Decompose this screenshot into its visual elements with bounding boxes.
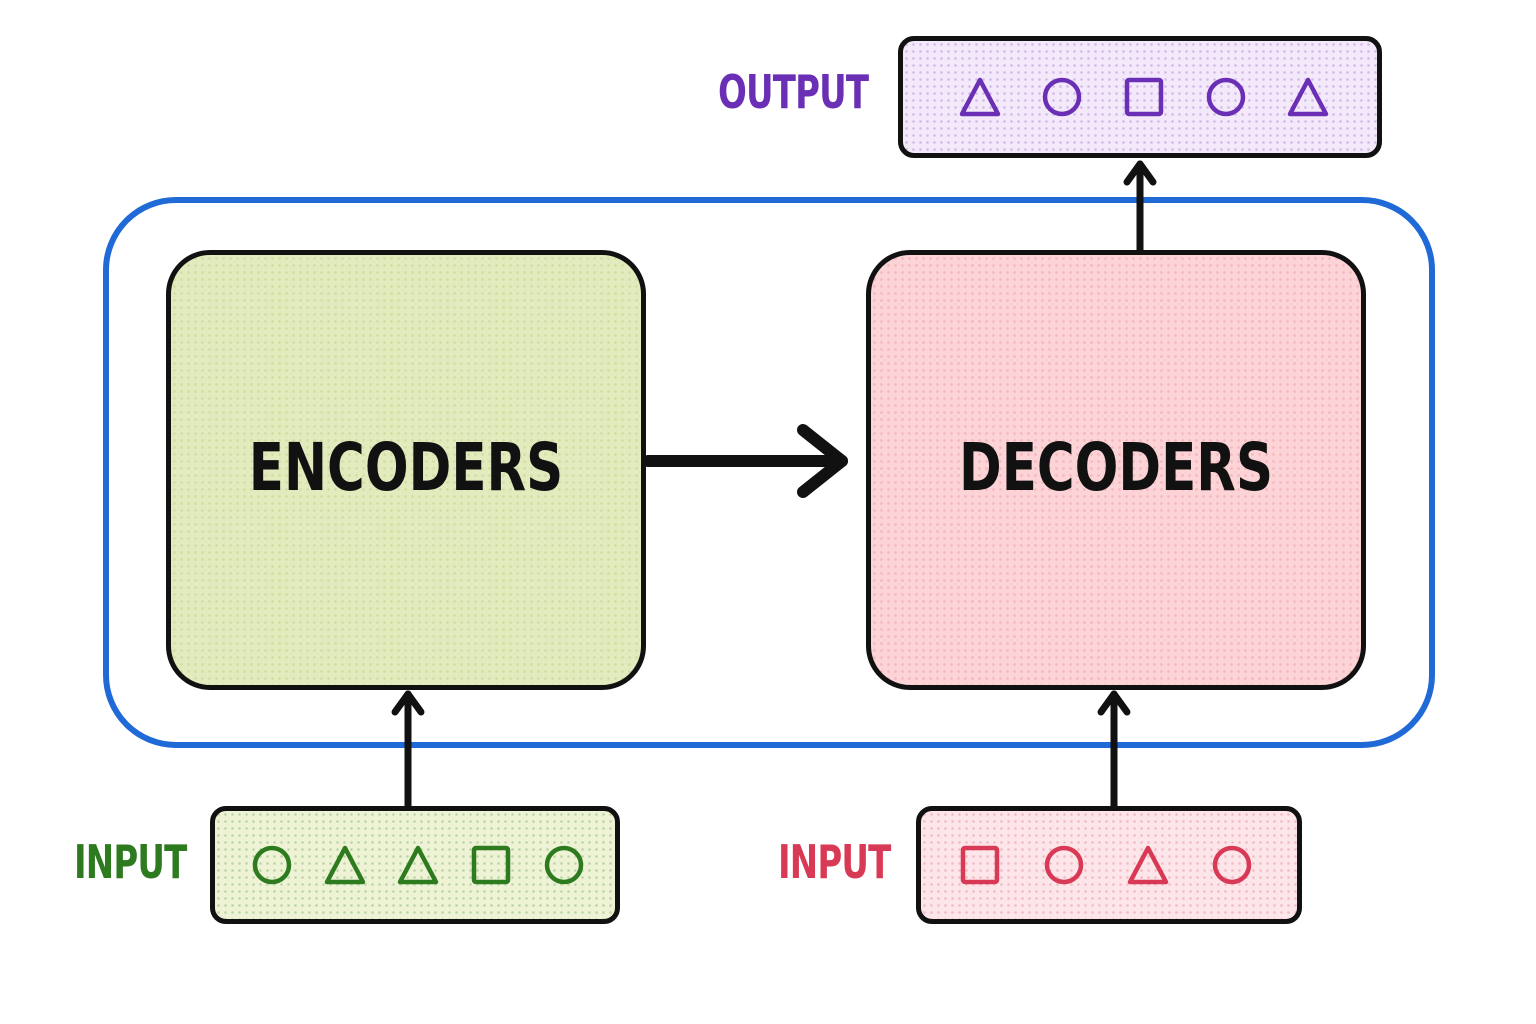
decoder-block xyxy=(866,250,1366,690)
circle-icon xyxy=(1206,77,1246,117)
output-tokens xyxy=(898,36,1382,158)
square-icon xyxy=(960,845,1000,885)
triangle-icon xyxy=(1127,845,1169,885)
decoder-input-tokens xyxy=(916,806,1302,924)
model-wrapper xyxy=(103,197,1435,748)
circle-icon xyxy=(1042,77,1082,117)
encoder-input-box xyxy=(210,806,620,924)
decoder-output-arrow xyxy=(1123,160,1157,254)
square-icon xyxy=(471,845,511,885)
encoder-to-decoder-arrow xyxy=(642,424,848,498)
decoder-input-label: INPUT xyxy=(778,835,891,889)
output-label: OUTPUT xyxy=(718,65,869,119)
decoder-input-arrow xyxy=(1097,690,1131,810)
encoder-title: ENCODERS xyxy=(248,429,564,506)
encoder-input-tokens xyxy=(210,806,620,924)
decoder-title: DECODERS xyxy=(958,429,1274,506)
circle-icon xyxy=(544,845,584,885)
triangle-icon xyxy=(1287,77,1329,117)
circle-icon xyxy=(1212,845,1252,885)
encoder-input-label: INPUT xyxy=(74,835,187,889)
circle-icon xyxy=(252,845,292,885)
triangle-icon xyxy=(324,845,366,885)
triangle-icon xyxy=(959,77,1001,117)
decoder-input-box xyxy=(916,806,1302,924)
triangle-icon xyxy=(397,845,439,885)
square-icon xyxy=(1124,77,1164,117)
encoder-block xyxy=(166,250,646,690)
encoder-input-arrow xyxy=(391,690,425,810)
circle-icon xyxy=(1044,845,1084,885)
